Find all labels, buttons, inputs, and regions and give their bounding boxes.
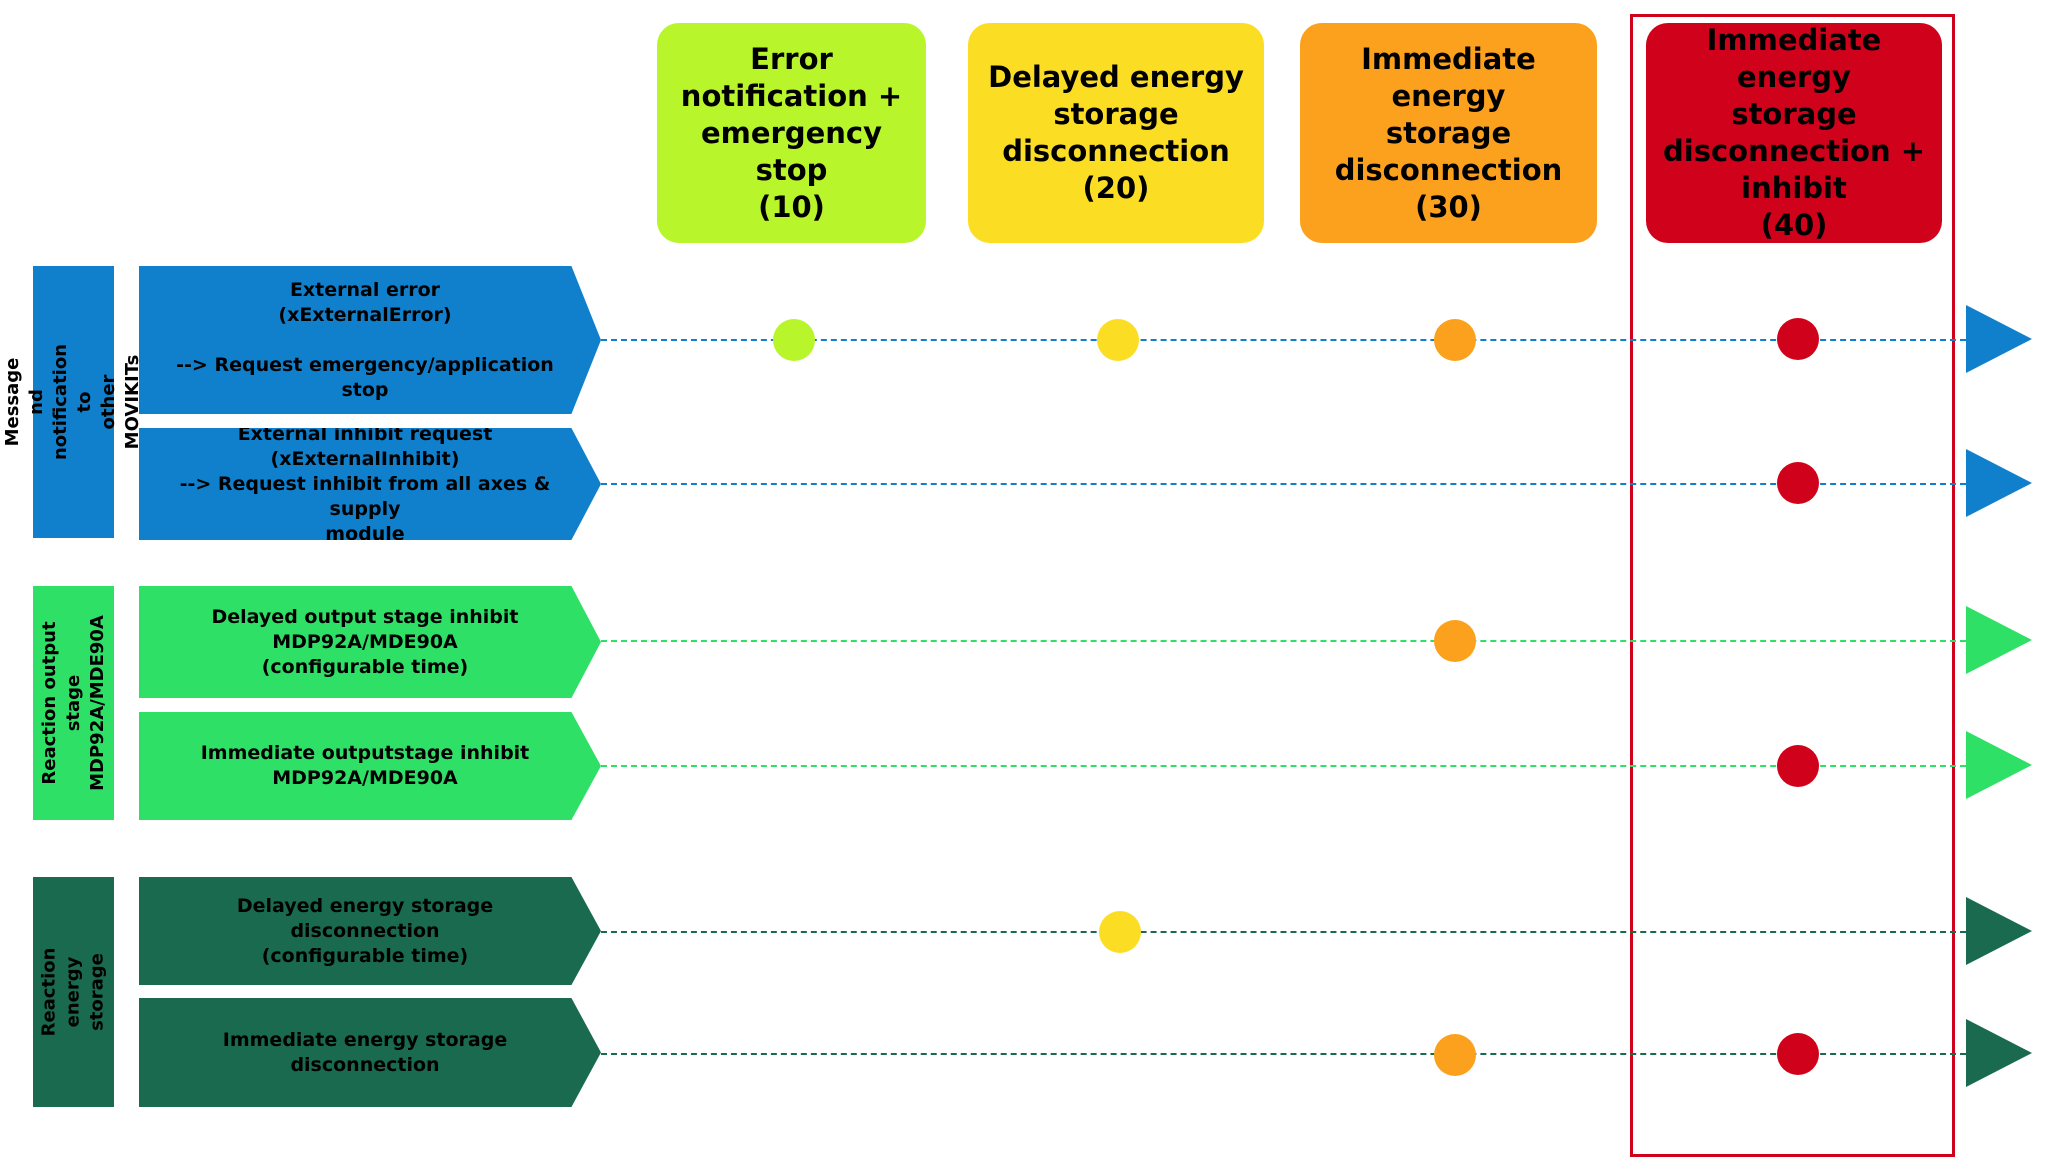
row-1-dot-40 — [1777, 318, 1819, 360]
row-1-dot-30 — [1434, 319, 1476, 361]
row-label-delayed-output-stage-text: Delayed output stage inhibit MDP92A/MDE9… — [211, 605, 519, 678]
row-6-connector — [601, 1053, 1966, 1055]
level-header-10: Error notification + emergency stop (10) — [657, 23, 926, 243]
level-40-highlight-frame — [1630, 14, 1955, 1157]
row-1-dot-20 — [1097, 319, 1139, 361]
row-label-delayed-energy-storage-text: Delayed energy storage disconnection (co… — [236, 894, 494, 967]
row-4-arrow-icon — [1966, 731, 2032, 799]
row-1-arrow-icon — [1966, 305, 2032, 373]
row-1-dot-10 — [773, 319, 815, 361]
level-header-40: Immediate energy storage disconnection +… — [1646, 23, 1942, 243]
row-2-connector — [601, 483, 1966, 485]
row-3-connector — [601, 640, 1966, 642]
group-label-energy-storage: Reaction energy storage — [33, 877, 114, 1107]
row-2-dot-40 — [1777, 462, 1819, 504]
row-label-delayed-energy-storage: Delayed energy storage disconnection (co… — [139, 877, 601, 985]
row-label-delayed-output-stage: Delayed output stage inhibit MDP92A/MDE9… — [139, 586, 601, 698]
row-5-connector — [601, 931, 1966, 933]
group-label-messages: Message nd notification to other MOVIKIT… — [3, 266, 144, 538]
row-6-arrow-icon — [1966, 1019, 2032, 1087]
row-label-immediate-energy-storage: Immediate energy storage disconnection — [139, 998, 601, 1107]
level-header-10-label: Error notification + emergency stop (10) — [680, 41, 903, 224]
row-label-external-inhibit-text: External inhibit request (xExternalInhib… — [179, 422, 551, 545]
level-header-30: Immediate energy storage disconnection (… — [1300, 23, 1597, 243]
row-3-arrow-icon — [1966, 606, 2032, 674]
row-5-arrow-icon — [1966, 897, 2032, 965]
row-5-dot-20 — [1099, 911, 1141, 953]
level-header-40-label: Immediate energy storage disconnection +… — [1663, 23, 1925, 242]
row-4-dot-40 — [1777, 745, 1819, 787]
row-2-arrow-icon — [1966, 449, 2032, 517]
row-label-external-inhibit: External inhibit request (xExternalInhib… — [139, 428, 601, 540]
group-label-output-stage: Reaction output stage MDP92A/MDE90A — [33, 586, 114, 820]
row-label-immediate-output-stage-text: Immediate outputstage inhibit MDP92A/MDE… — [200, 742, 530, 789]
row-label-immediate-energy-storage-text: Immediate energy storage disconnection — [222, 1028, 508, 1076]
row-6-dot-30 — [1434, 1034, 1476, 1076]
group-label-energy-storage-text: Reaction energy storage — [38, 947, 108, 1037]
row-6-dot-40 — [1777, 1033, 1819, 1075]
row-1-connector — [601, 339, 1966, 341]
row-label-external-error: External error (xExternalError) --> Requ… — [139, 266, 601, 414]
row-3-dot-30 — [1434, 620, 1476, 662]
level-header-20: Delayed energy storage disconnection (20… — [968, 23, 1264, 243]
group-label-messages-text: Message nd notification to other MOVIKIT… — [2, 343, 144, 461]
row-label-external-error-text: External error (xExternalError) --> Requ… — [176, 278, 554, 401]
level-header-30-label: Immediate energy storage disconnection (… — [1334, 41, 1563, 224]
level-header-20-label: Delayed energy storage disconnection (20… — [988, 60, 1244, 205]
group-label-output-stage-text: Reaction output stage MDP92A/MDE90A — [38, 615, 108, 791]
row-4-connector — [601, 765, 1966, 767]
row-label-immediate-output-stage: Immediate outputstage inhibit MDP92A/MDE… — [139, 712, 601, 820]
